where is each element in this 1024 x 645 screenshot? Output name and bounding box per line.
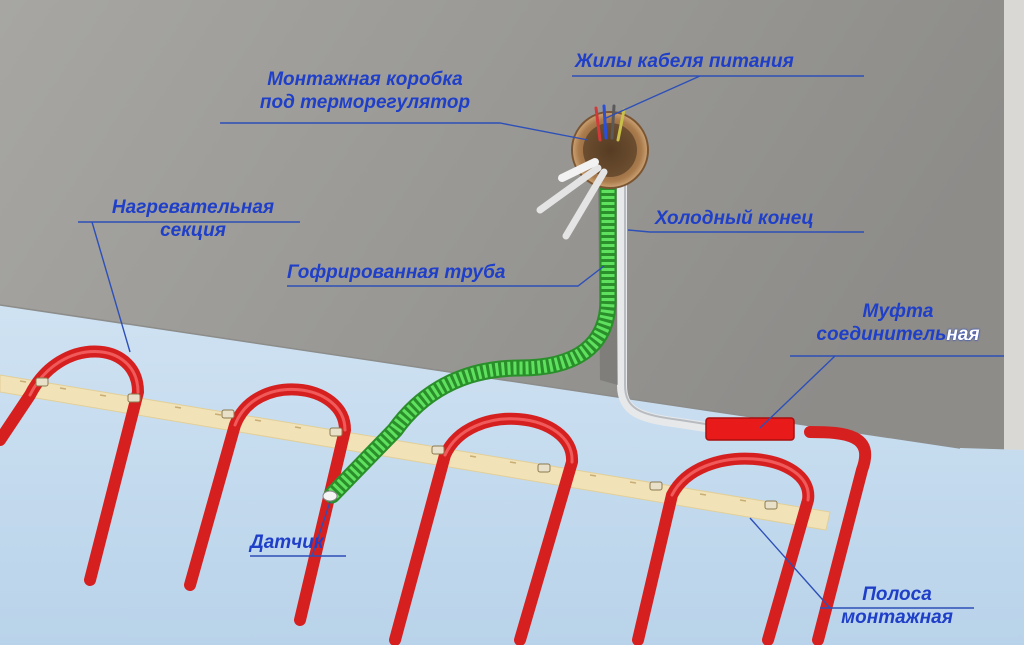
label-heating-section-line2: секция xyxy=(160,220,226,241)
label-sensor: Датчик xyxy=(250,531,324,554)
sensor-tip xyxy=(322,490,338,502)
coupling xyxy=(705,417,795,441)
label-mounting-strip: Полоса монтажная xyxy=(818,583,976,629)
outgoing-cables xyxy=(536,158,608,240)
leader-cold-end xyxy=(627,229,864,233)
label-junction-box-line1: Монтажная коробка xyxy=(267,69,463,90)
leader-junction-box xyxy=(220,122,589,141)
label-heating-section-line1: Нагревательная xyxy=(111,197,275,218)
leader-heating-section xyxy=(78,221,300,353)
label-power-wires-text: Жилы кабеля питания xyxy=(575,51,794,72)
cold-end-cable-shade xyxy=(624,185,713,426)
label-corrugated-tube-text: Гофрированная труба xyxy=(287,262,506,283)
label-cold-end-text: Холодный конец xyxy=(655,208,814,229)
mounting-strip xyxy=(0,374,831,531)
label-coupling-line2-part1: соединитель xyxy=(816,324,947,345)
wall xyxy=(0,0,1004,455)
label-cold-end: Холодный конец xyxy=(655,207,814,230)
corrugated-tube-rings xyxy=(327,178,615,500)
leader-sensor xyxy=(250,501,346,557)
label-coupling-line2: соединительная xyxy=(788,323,1008,346)
leader-coupling xyxy=(759,355,1004,429)
label-coupling: Муфта соединительная xyxy=(788,300,1008,346)
label-coupling-line1: Муфта xyxy=(862,301,934,322)
label-junction-box-line2: под терморегулятор xyxy=(259,92,471,113)
heating-cable-highlight xyxy=(28,350,810,502)
label-mounting-strip-line1: Полоса xyxy=(862,584,932,605)
label-heating-section: Нагревательная секция xyxy=(78,196,308,242)
leader-power-wires xyxy=(572,75,864,119)
label-power-wires: Жилы кабеля питания xyxy=(575,50,794,73)
wall-side-edge xyxy=(1004,0,1024,455)
cable-clips xyxy=(35,377,778,510)
label-coupling-line2-part2: ная xyxy=(946,324,980,345)
label-junction-box: Монтажная коробка под терморегулятор xyxy=(225,68,505,114)
cold-end-cable xyxy=(617,180,717,433)
label-corrugated-tube: Гофрированная труба xyxy=(287,261,505,284)
label-sensor-text: Датчик xyxy=(250,532,324,553)
leader-mounting-strip xyxy=(749,517,974,609)
power-wires xyxy=(594,104,626,142)
label-mounting-strip-line2: монтажная xyxy=(841,607,953,628)
leader-corrugated-tube xyxy=(287,265,605,287)
leader-lines xyxy=(78,75,1004,609)
